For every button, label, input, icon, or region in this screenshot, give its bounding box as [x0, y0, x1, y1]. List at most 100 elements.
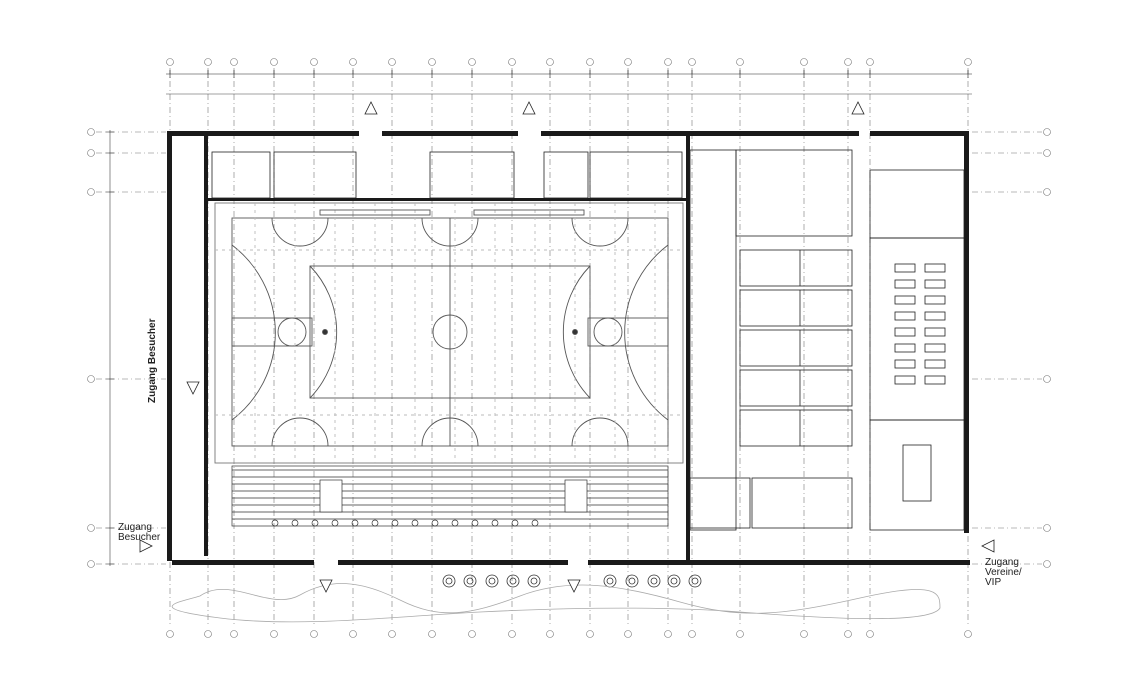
grid-bubble-bottom — [688, 630, 696, 638]
wall-segment — [172, 560, 314, 565]
grid-bubble-left — [87, 560, 95, 568]
grid-bubble-bottom — [664, 630, 672, 638]
grid-bubble-top — [388, 58, 396, 66]
bicycle-stand — [667, 574, 681, 588]
court-arc-bottom — [271, 417, 329, 447]
grid-bubble-top — [310, 58, 318, 66]
tribune-seat-marker — [311, 519, 319, 527]
grid-bubble-top — [586, 58, 594, 66]
grid-bubble-bottom — [270, 630, 278, 638]
tribune-seat-marker — [411, 519, 419, 527]
grid-bubble-right — [1043, 149, 1051, 157]
landscape-path — [171, 583, 941, 623]
tribune-seat-marker — [371, 519, 379, 527]
bench-right — [473, 209, 585, 216]
entrance-visitors-side-label: Zugang Besucher — [147, 318, 158, 403]
service-rooms — [211, 149, 965, 531]
changing-room — [739, 369, 853, 407]
grid-bubble-right — [1043, 560, 1051, 568]
grid-bubble-top — [688, 58, 696, 66]
basket-right — [572, 329, 578, 335]
entrance-arrow-top — [364, 101, 378, 115]
entrance-arrow-top — [522, 101, 536, 115]
wall-segment — [208, 198, 686, 201]
grid-bubble-bottom — [546, 630, 554, 638]
bicycle-stand-inner — [650, 577, 658, 585]
changing-room — [739, 329, 853, 367]
grid-bubble-bottom — [388, 630, 396, 638]
bicycle-stand — [603, 574, 617, 588]
court-center-circle — [432, 314, 468, 350]
table-left — [894, 279, 916, 289]
entrance-clubs-label-3: VIP — [985, 577, 1002, 588]
grid-bubble-top — [349, 58, 357, 66]
court-3pt-left — [231, 244, 276, 421]
court-arc-right — [562, 265, 591, 399]
grid-bubble-bottom — [964, 630, 972, 638]
grid-bubble-top — [204, 58, 212, 66]
court-arc-bottom — [421, 417, 479, 447]
table-right — [924, 359, 946, 369]
bicycle-stand-inner — [445, 577, 453, 585]
entrance-visitors-bottom-label-2: Besucher — [118, 532, 161, 543]
grid-bubble-top — [866, 58, 874, 66]
entrance-arrow-bottom — [319, 579, 333, 593]
grid-bubble-top — [546, 58, 554, 66]
table-left — [894, 327, 916, 337]
grid-bubble-top — [166, 58, 174, 66]
grid-bubble-bottom — [866, 630, 874, 638]
table-right — [924, 375, 946, 385]
storage-room — [273, 151, 357, 199]
table-right — [924, 263, 946, 273]
wall-segment — [686, 136, 690, 560]
tribune-seat-marker — [331, 519, 339, 527]
tribune-seat-marker — [391, 519, 399, 527]
toilet-block — [735, 149, 853, 237]
table-left — [894, 311, 916, 321]
bicycle-stand-inner — [509, 577, 517, 585]
grid-bubble-bottom — [508, 630, 516, 638]
bicycle-stand-inner — [488, 577, 496, 585]
bicycle-stand-inner — [466, 577, 474, 585]
grid-bubble-left — [87, 524, 95, 532]
entrance-arrow-side — [186, 381, 200, 395]
bicycle-stand — [647, 574, 661, 588]
grid-bubble-right — [1043, 524, 1051, 532]
wall-segment — [870, 131, 969, 136]
grid-bubble-left — [87, 149, 95, 157]
bicycle-stand-inner — [691, 577, 699, 585]
table-left — [894, 295, 916, 305]
court-inner-field — [309, 265, 591, 399]
grid-bubble-bottom — [349, 630, 357, 638]
tribune-seat-marker — [531, 519, 539, 527]
conference-table — [902, 444, 932, 502]
entrance-visitors-bottom-label-1: Zugang — [118, 522, 152, 533]
grid-bubble-right — [1043, 375, 1051, 383]
table-left — [894, 343, 916, 353]
grid-bubble-top — [964, 58, 972, 66]
changing-room — [739, 409, 853, 447]
bicycle-stand — [463, 574, 477, 588]
bicycle-stand — [625, 574, 639, 588]
tribune-seat-marker — [291, 519, 299, 527]
table-right — [924, 327, 946, 337]
grid-bubble-bottom — [586, 630, 594, 638]
office-rooms — [869, 169, 965, 239]
grid-bubble-top — [230, 58, 238, 66]
grid-bubble-bottom — [166, 630, 174, 638]
tribune-seat-marker — [511, 519, 519, 527]
table-right — [924, 311, 946, 321]
basket-left — [322, 329, 328, 335]
storage-room — [589, 151, 683, 199]
grid-bubble-top — [624, 58, 632, 66]
table-left — [894, 375, 916, 385]
wall-segment — [964, 131, 969, 533]
changing-room — [739, 249, 853, 287]
bicycle-stand — [527, 574, 541, 588]
grid-bubble-top — [428, 58, 436, 66]
grid-bubble-right — [1043, 128, 1051, 136]
grid-bubble-bottom — [468, 630, 476, 638]
bicycle-stand — [485, 574, 499, 588]
tribune-seat-marker — [491, 519, 499, 527]
technical-room — [689, 477, 751, 529]
